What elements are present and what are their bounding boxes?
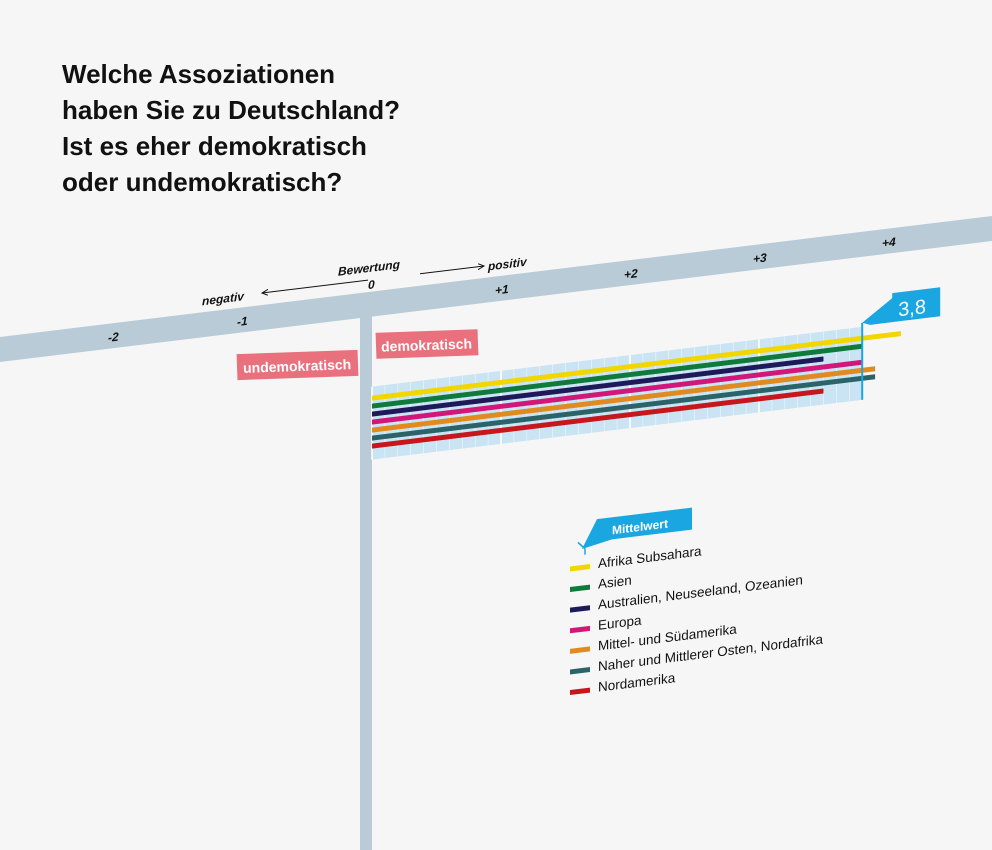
legend-swatch xyxy=(570,605,590,613)
legend-swatch xyxy=(570,564,590,572)
mean-flag xyxy=(862,287,941,325)
legend-swatch xyxy=(570,584,590,593)
title-line: Ist es eher demokratisch xyxy=(62,131,367,161)
tick-label: +1 xyxy=(495,282,509,298)
arrow-left-icon xyxy=(262,279,368,293)
legend-label: Asien xyxy=(598,573,632,592)
tick-label: +2 xyxy=(624,266,638,282)
tag-undemokratisch xyxy=(236,349,359,381)
bar xyxy=(372,343,863,409)
tick-label: -1 xyxy=(237,314,248,329)
legend-swatch xyxy=(570,625,590,634)
legend-mean-flag xyxy=(582,507,692,549)
legend-swatch xyxy=(570,667,590,675)
tag-undemokratisch-label: undemokratisch xyxy=(243,356,352,376)
legend-mean-tick xyxy=(577,541,586,550)
bar xyxy=(372,331,901,401)
axis-band xyxy=(0,213,992,364)
legend-swatch xyxy=(570,646,590,654)
legend: Mittelwert Afrika SubsaharaAsienAustrali… xyxy=(570,507,824,696)
legend-swatch xyxy=(570,687,590,696)
bar xyxy=(372,374,876,441)
bar xyxy=(372,388,824,449)
axis-label: Bewertung xyxy=(338,257,401,279)
tick-label: +4 xyxy=(882,235,896,251)
zero-post xyxy=(360,315,372,850)
tag-demokratisch xyxy=(375,329,479,359)
legend-label: Europa xyxy=(598,613,642,633)
zero-label: 0 xyxy=(368,277,375,292)
bar xyxy=(372,366,876,433)
bar xyxy=(372,356,824,417)
chart-title: Welche Assoziationen haben Sie zu Deutsc… xyxy=(62,56,400,200)
arrow-right-icon xyxy=(420,266,484,275)
tick-label: -2 xyxy=(108,330,119,345)
legend-mean-label: Mittelwert xyxy=(612,517,668,538)
title-line: haben Sie zu Deutschland? xyxy=(62,95,401,125)
positive-label: positiv xyxy=(487,255,528,274)
tag-demokratisch-label: demokratisch xyxy=(381,335,473,354)
legend-label: Afrika Subsahara xyxy=(598,543,702,571)
title-line: Welche Assoziationen xyxy=(62,59,336,89)
bar xyxy=(372,359,863,425)
title-line: oder undemokratisch? xyxy=(62,167,343,197)
mean-label: 3,8 xyxy=(898,296,926,321)
negative-label: negativ xyxy=(202,289,245,308)
tick-label: +3 xyxy=(753,250,767,266)
legend-label: Nordamerika xyxy=(598,670,676,694)
